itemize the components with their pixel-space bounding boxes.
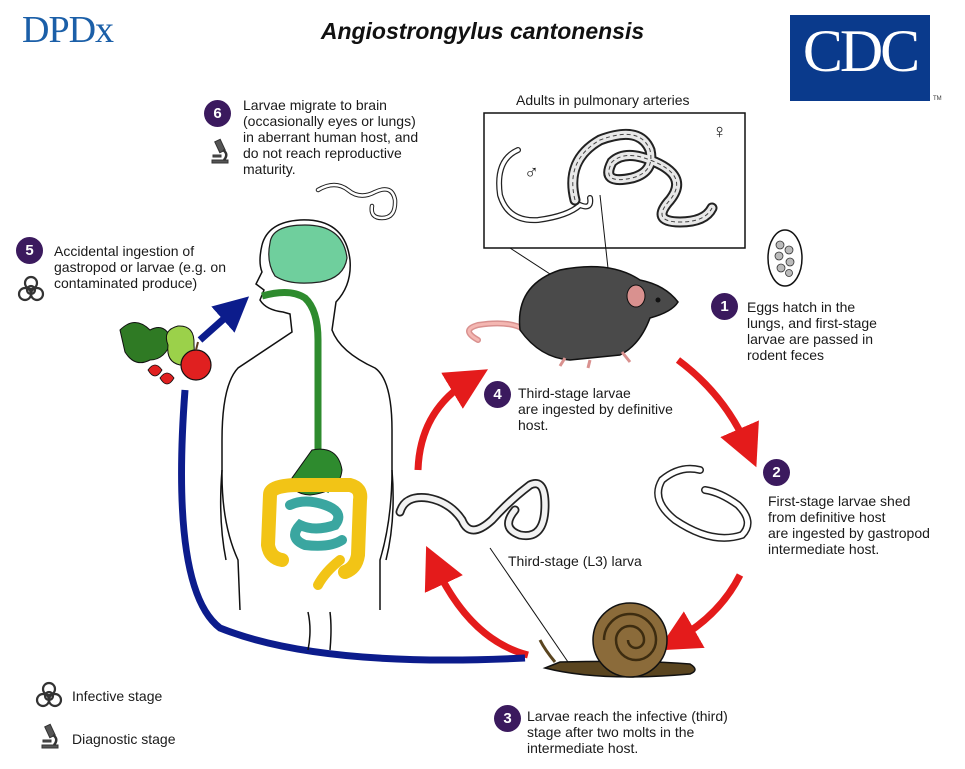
stage-4-badge: 4 [484, 381, 511, 408]
rat [466, 265, 679, 369]
l3-larva-label: Third-stage (L3) larva [508, 553, 642, 569]
legend-diagnostic: Diagnostic stage [72, 731, 176, 747]
stage-3-badge: 3 [494, 705, 521, 732]
contaminated-produce [119, 322, 212, 385]
adults-label: Adults in pulmonary arteries [516, 92, 690, 108]
legend-infective: Infective stage [72, 688, 163, 704]
human-figure [219, 219, 394, 651]
microscope-icon [211, 138, 229, 164]
dpdx-logo: DPDx [22, 9, 114, 51]
biohazard-icon [17, 275, 45, 302]
snail [538, 602, 696, 678]
arrow-snail-to-human [178, 389, 526, 664]
arrow-l3-to-4 [414, 369, 489, 471]
stage-6-text: Larvae migrate to brain(occasionally eye… [243, 97, 419, 177]
legend-biohazard-icon [35, 681, 63, 708]
female-symbol: ♀ [712, 121, 727, 143]
stage-1-badge: 1 [711, 293, 738, 320]
stage-6-badge: 6 [204, 100, 231, 127]
stage-3-text: Larvae reach the infective (third)stage … [527, 708, 728, 756]
small-intestine [285, 496, 347, 551]
page-title: Angiostrongylus cantonensis [320, 18, 645, 44]
rectum [313, 555, 345, 590]
arrow-3-to-l3 [424, 545, 529, 659]
male-symbol: ♂ [524, 162, 539, 184]
cdc-logo: CDC [790, 15, 930, 101]
stage-5-badge: 5 [16, 237, 43, 264]
stage-2-badge: 2 [763, 459, 790, 486]
legend-microscope-icon [41, 723, 59, 749]
brain [268, 224, 348, 284]
egg [767, 229, 803, 287]
arrow-1-to-2 [675, 357, 759, 468]
arrow-2-to-3 [657, 573, 744, 651]
large-intestine [260, 478, 368, 579]
arrow-produce-to-human [197, 296, 250, 343]
